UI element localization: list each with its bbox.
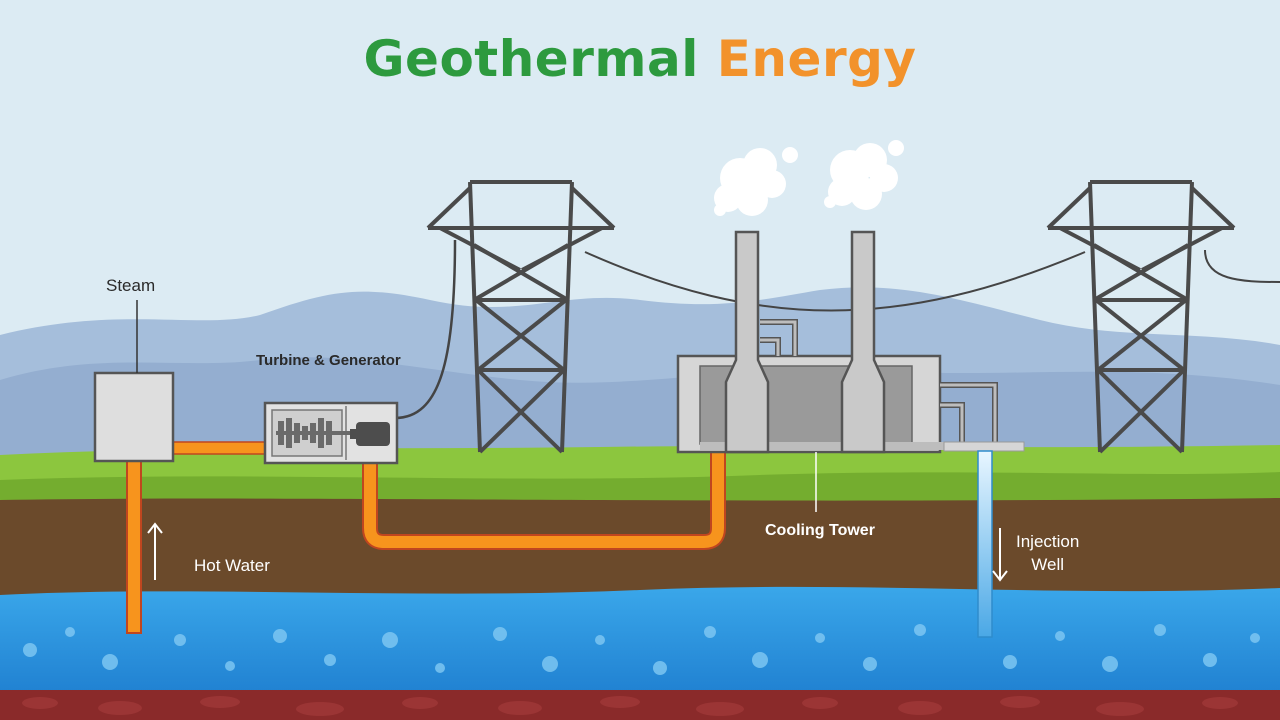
rock-texture bbox=[22, 696, 1238, 716]
up-arrow-icon bbox=[147, 522, 163, 580]
stack-right bbox=[840, 230, 886, 454]
turbine-generator-unit bbox=[263, 401, 399, 465]
title-part-geothermal: Geothermal bbox=[363, 30, 699, 88]
label-hot-water: Hot Water bbox=[194, 556, 270, 575]
pylon-right bbox=[1046, 180, 1236, 454]
injection-well-pipe bbox=[977, 450, 993, 638]
page-title: Geothermal Energy bbox=[0, 30, 1280, 88]
production-well-pipe bbox=[126, 454, 142, 634]
label-steam: Steam bbox=[106, 276, 156, 295]
soil bbox=[0, 498, 1280, 610]
label-turbine-generator: Turbine & Generator bbox=[256, 352, 401, 369]
cooling-tower bbox=[676, 230, 998, 512]
injection-wellhead bbox=[943, 441, 1025, 452]
transmission-line bbox=[584, 251, 1086, 312]
steam-pipe bbox=[169, 441, 269, 455]
return-pipe bbox=[364, 450, 724, 548]
label-injection: Injection bbox=[1016, 532, 1080, 551]
title-part-energy: Energy bbox=[716, 30, 917, 88]
label-well: Well bbox=[1031, 555, 1065, 574]
label-injection-well: Injection Well bbox=[1016, 530, 1079, 576]
transmission-line-right bbox=[1204, 249, 1280, 283]
grass-shade bbox=[0, 472, 1280, 505]
turbine-icon bbox=[276, 418, 356, 448]
down-arrow-icon bbox=[992, 528, 1008, 582]
rock-layer bbox=[0, 690, 1280, 720]
generator-icon bbox=[350, 422, 390, 446]
pylon-left bbox=[426, 180, 616, 454]
generator-power-line bbox=[394, 239, 457, 420]
aquifer-bubbles bbox=[23, 624, 1260, 675]
stack-left bbox=[724, 230, 770, 454]
steam-clouds bbox=[714, 140, 904, 216]
label-cooling-tower: Cooling Tower bbox=[765, 522, 875, 539]
steam-separator bbox=[93, 371, 175, 463]
aquifer bbox=[0, 586, 1280, 700]
